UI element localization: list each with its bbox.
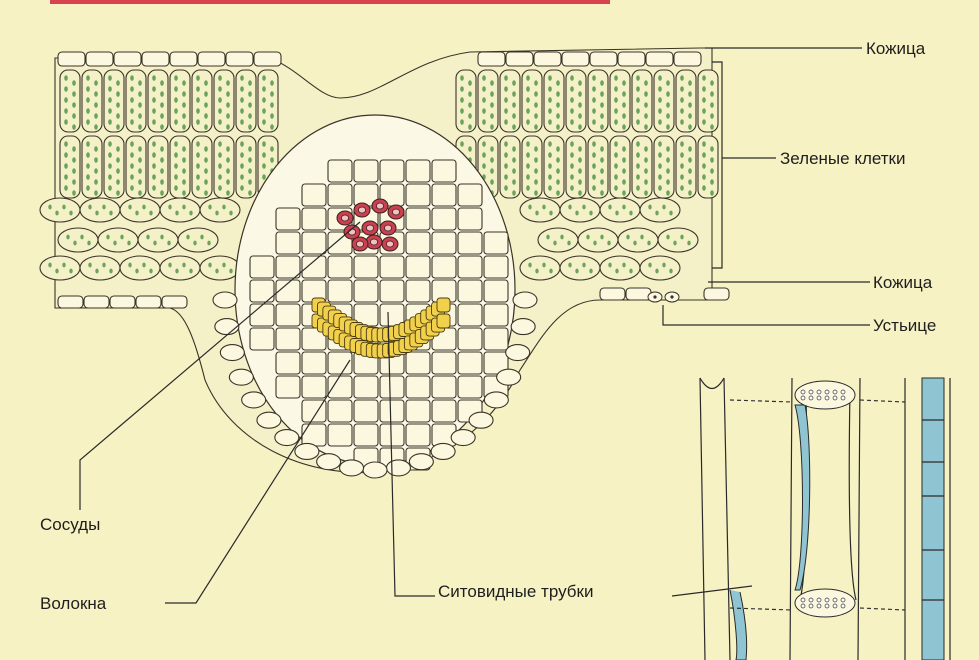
label-stoma: Устьице xyxy=(873,316,936,335)
sieve-tube-inset xyxy=(700,378,950,660)
label-epidermis-top: Кожица xyxy=(866,39,926,58)
label-fibers: Волокна xyxy=(40,594,107,613)
label-epidermis-bottom: Кожица xyxy=(873,273,933,292)
label-sieve-tubes: Ситовидные трубки xyxy=(438,582,593,601)
leaf-blade xyxy=(40,48,729,478)
label-green-cells: Зеленые клетки xyxy=(780,149,905,168)
upper-epidermis xyxy=(58,52,701,66)
label-vessels: Сосуды xyxy=(40,515,100,534)
top-bar xyxy=(50,0,610,4)
